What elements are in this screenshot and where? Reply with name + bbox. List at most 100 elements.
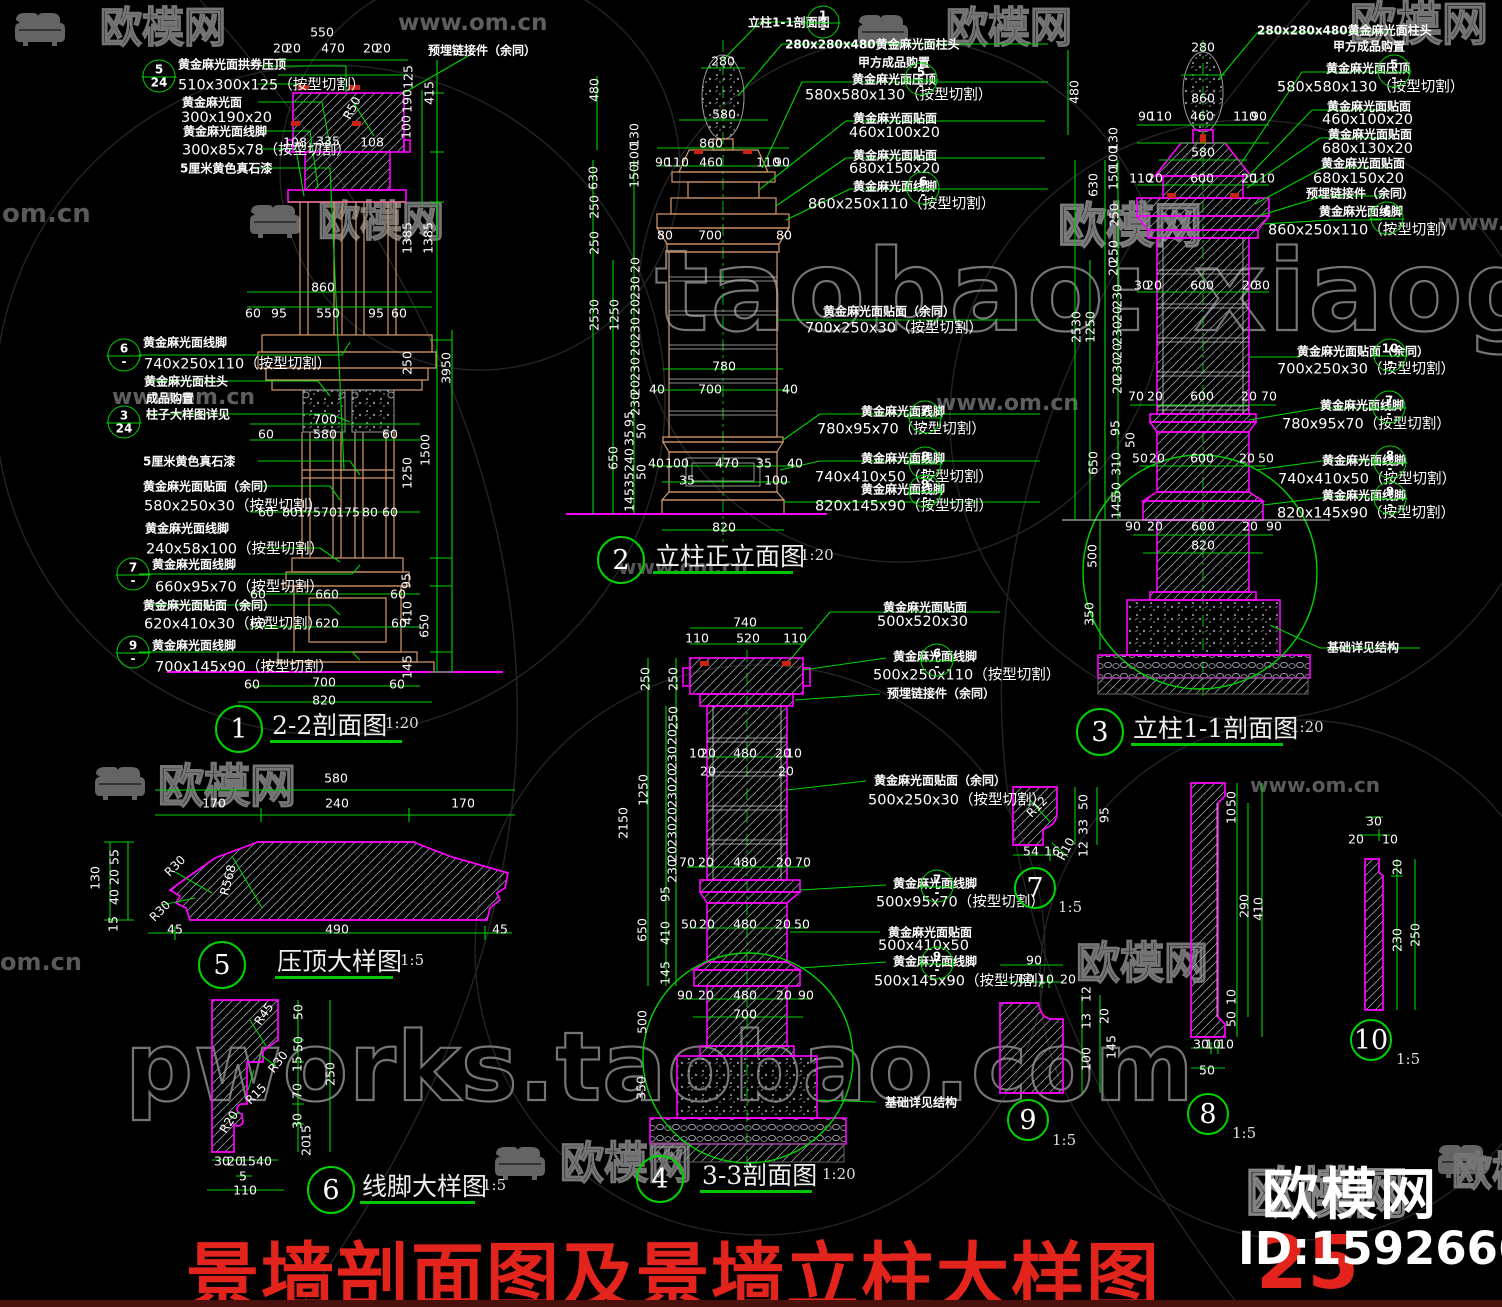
dimension-label: 145	[621, 488, 637, 512]
figure-6-scale: 1:5	[482, 1176, 507, 1194]
dimension-label: 90	[1026, 952, 1042, 968]
fig1-geometry	[139, 55, 503, 703]
annotation-text: 700x145x90（按型切割）	[155, 659, 333, 676]
dimension-label: 860	[311, 279, 335, 295]
dimension-label: 10	[1038, 971, 1054, 987]
callout-bubble-9: 9-	[919, 946, 955, 980]
dimension-label: 780	[712, 358, 736, 374]
dimension-label: 20	[1149, 450, 1165, 466]
annotation-text: 680x130x20	[1322, 141, 1413, 157]
dimension-label: 50	[633, 423, 649, 439]
callout-bubble-6: 6-	[905, 171, 941, 205]
annotation-text: 黄金麻光面柱头	[144, 374, 229, 389]
dimension-label: 20	[1146, 277, 1162, 293]
annotation-text: 黄金麻光面线脚	[145, 521, 230, 536]
figure-4-scale: 1:20	[822, 1165, 856, 1183]
dimension-label: 650	[634, 918, 650, 942]
dimension-label: 580	[1191, 144, 1215, 160]
dimension-label: 20	[227, 1153, 243, 1169]
dimension-label: 70	[1261, 388, 1277, 404]
dimension-label: 30	[214, 1153, 230, 1169]
dimension-label: 40	[787, 455, 803, 471]
dimension-label: 30	[1366, 813, 1382, 829]
dimension-label: 20	[1348, 831, 1364, 847]
dimension-label: 620	[315, 615, 339, 631]
annotation-text: 660x95x70（按型切割）	[155, 579, 324, 596]
dimension-label: 550	[310, 24, 334, 40]
annotation-text: 黄金麻光面线脚	[152, 638, 237, 653]
dimension-label: 650	[605, 446, 621, 470]
dimension-label: 10	[786, 745, 802, 761]
dimension-label: 250	[1407, 923, 1423, 947]
brand-name: 欧模网	[1262, 1163, 1439, 1228]
dimension-label: 3950	[438, 352, 454, 384]
dimension-label: 50	[1199, 1062, 1215, 1078]
callout-bubble-7: 7-	[919, 869, 955, 903]
annotation-text: 黄金麻光面贴面（余同）	[143, 479, 276, 494]
annotation-text: 黄金麻光面贴面	[1328, 127, 1413, 142]
dimension-label: 280	[711, 53, 735, 69]
dimension-label: 95	[657, 886, 673, 902]
dimension-label: 100	[665, 455, 689, 471]
figure-10-scale: 1:5	[1396, 1050, 1421, 1068]
dimension-label: 45	[492, 921, 508, 937]
dimension-label: 145	[1103, 1035, 1119, 1059]
figure-5-underline	[275, 976, 393, 979]
dimension-label: 95	[1096, 807, 1112, 823]
callout-bubble-5: 5-	[903, 62, 939, 96]
dimension-label: 20	[1109, 378, 1125, 394]
dimension-label: 100	[764, 472, 788, 488]
annotation-text: 500x250x110（按型切割）	[873, 667, 1061, 684]
dimension-label: 20	[698, 854, 714, 870]
figure-5-name: 压顶大样图	[277, 947, 403, 976]
dimension-label: 80	[776, 227, 792, 243]
dimension-label: 350	[1081, 602, 1097, 626]
watermark-brand: 欧模网	[1350, 0, 1488, 51]
dimension-label: 70	[679, 854, 695, 870]
annotation-text: 黄金麻光面贴面	[853, 148, 938, 163]
dimension-label: 600	[1190, 388, 1214, 404]
dimension-label: 50	[290, 1004, 306, 1020]
dimension-label: 500	[634, 1010, 650, 1034]
dimension-label: 520	[736, 630, 760, 646]
dimension-label: 145	[399, 655, 415, 679]
dimension-label: 95	[368, 305, 384, 321]
watermark-brand: 欧模网	[100, 3, 226, 52]
fig5-geometry	[104, 789, 515, 940]
dimension-label: 480	[733, 745, 757, 761]
annotation-text: 黄金麻光面贴面	[853, 111, 938, 126]
dimension-label: 50	[1075, 794, 1091, 810]
dimension-label: 40	[256, 1153, 272, 1169]
dimension-label: 1385	[399, 222, 415, 254]
annotation-text: 700x250x30（按型切割）	[1277, 361, 1455, 378]
callout-bubble-9: 9-	[907, 474, 943, 508]
annotation-text: 460x100x20	[849, 125, 940, 141]
callout-bubble-6: 6-	[919, 643, 955, 677]
dimension-label: 250	[586, 231, 602, 255]
dimension-label: 60	[245, 305, 261, 321]
dimension-label: 20	[1060, 971, 1076, 987]
dimension-label: 250	[586, 195, 602, 219]
dimension-label: 35	[756, 455, 772, 471]
watermark-url: www.om.cn	[1250, 773, 1380, 797]
annotation-text: 820x145x90（按型切割）	[1277, 505, 1455, 522]
annotation-text: 黄金麻光面线脚	[152, 557, 237, 572]
figure-2-scale: 1:20	[800, 546, 834, 564]
dimension-label: 470	[321, 40, 345, 56]
dimension-label: 250	[637, 667, 653, 691]
dimension-label: 250	[665, 667, 681, 691]
annotation-text: 黄金麻光面贴面	[888, 925, 973, 940]
dimension-label: 630	[1085, 173, 1101, 197]
dimension-label: 40	[782, 381, 798, 397]
figure-1-scale: 1:20	[385, 714, 419, 732]
dimension-label: 630	[585, 166, 601, 190]
dimension-label: 108	[283, 134, 307, 150]
watermark-taobao: taobao: xiaoguot	[655, 227, 1502, 357]
dimension-label: 15	[289, 1056, 305, 1072]
dimension-label: 95	[1107, 420, 1123, 436]
fig3-geometry	[1062, 31, 1420, 700]
dimension-label: 90	[1251, 108, 1267, 124]
dimension-label: R30	[161, 852, 189, 880]
